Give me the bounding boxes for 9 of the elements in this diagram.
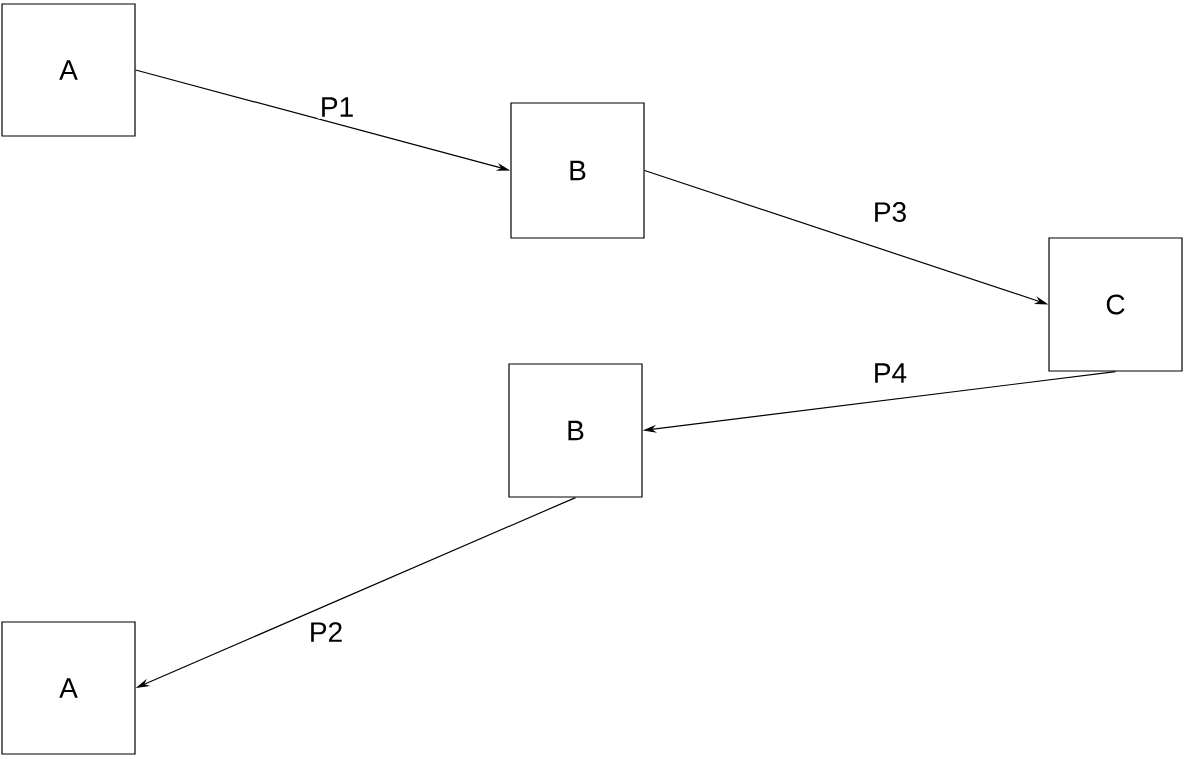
process-box: A xyxy=(1,621,136,755)
edge-label: P3 xyxy=(870,200,910,224)
edge-label: P1 xyxy=(317,95,357,119)
process-box: A xyxy=(1,3,136,137)
process-box: B xyxy=(510,102,645,239)
process-box: B xyxy=(508,363,643,498)
edge-label: P4 xyxy=(870,361,910,385)
edge-label: P2 xyxy=(306,620,346,644)
process-box: C xyxy=(1048,237,1183,372)
